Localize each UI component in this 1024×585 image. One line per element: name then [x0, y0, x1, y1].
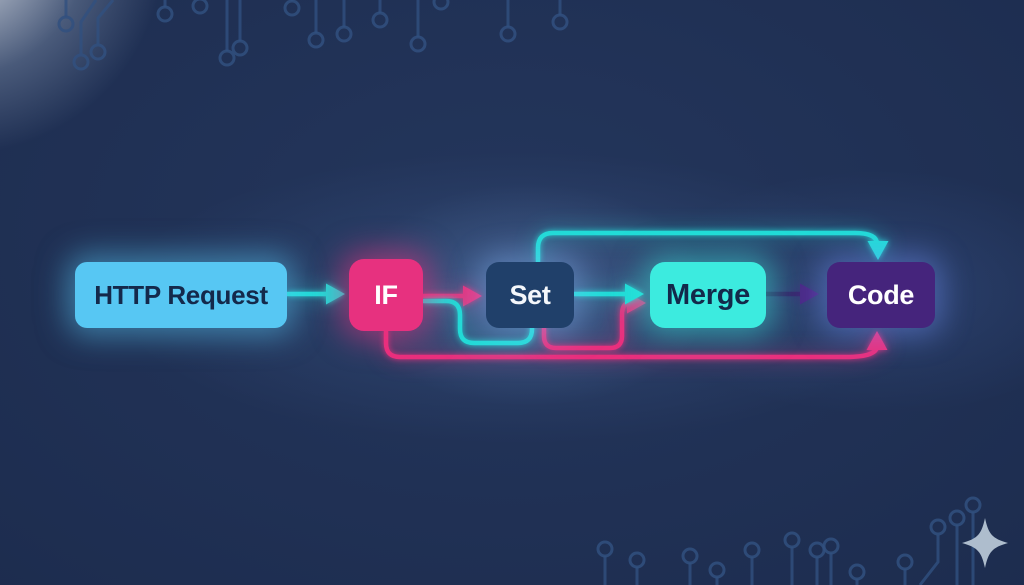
- node-merge: Merge: [650, 262, 766, 328]
- arrowhead-if-to-code-bottom: [866, 331, 888, 350]
- edge-if-to-set: [423, 285, 482, 307]
- node-if: IF: [349, 259, 423, 331]
- node-http-request: HTTP Request: [75, 262, 287, 328]
- arrowhead-http-to-if: [326, 283, 345, 305]
- sparkle-icon: [962, 518, 1008, 568]
- arrowhead-set-to-code-top: [867, 241, 889, 260]
- edge-set-to-code-top: [535, 230, 889, 263]
- arrowhead-merge-to-code: [800, 283, 819, 305]
- node-merge-label: Merge: [666, 278, 750, 311]
- edge-if-to-set-bottom: [423, 298, 535, 346]
- node-code: Code: [827, 262, 935, 328]
- node-code-label: Code: [847, 279, 915, 310]
- edge-set-to-merge: [574, 283, 644, 305]
- node-if-label: IF: [374, 279, 398, 310]
- arrowhead-set-to-merge: [625, 283, 644, 305]
- edge-if-to-code-bottom: [383, 330, 888, 360]
- edge-merge-to-code: [766, 283, 819, 305]
- node-set-label: Set: [509, 279, 551, 310]
- arrowhead-if-to-set: [463, 285, 482, 307]
- edge-http-to-if: [287, 283, 345, 305]
- circuit-traces: [57, 0, 982, 585]
- node-set: Set: [486, 262, 574, 328]
- node-http-request-label: HTTP Request: [94, 279, 268, 310]
